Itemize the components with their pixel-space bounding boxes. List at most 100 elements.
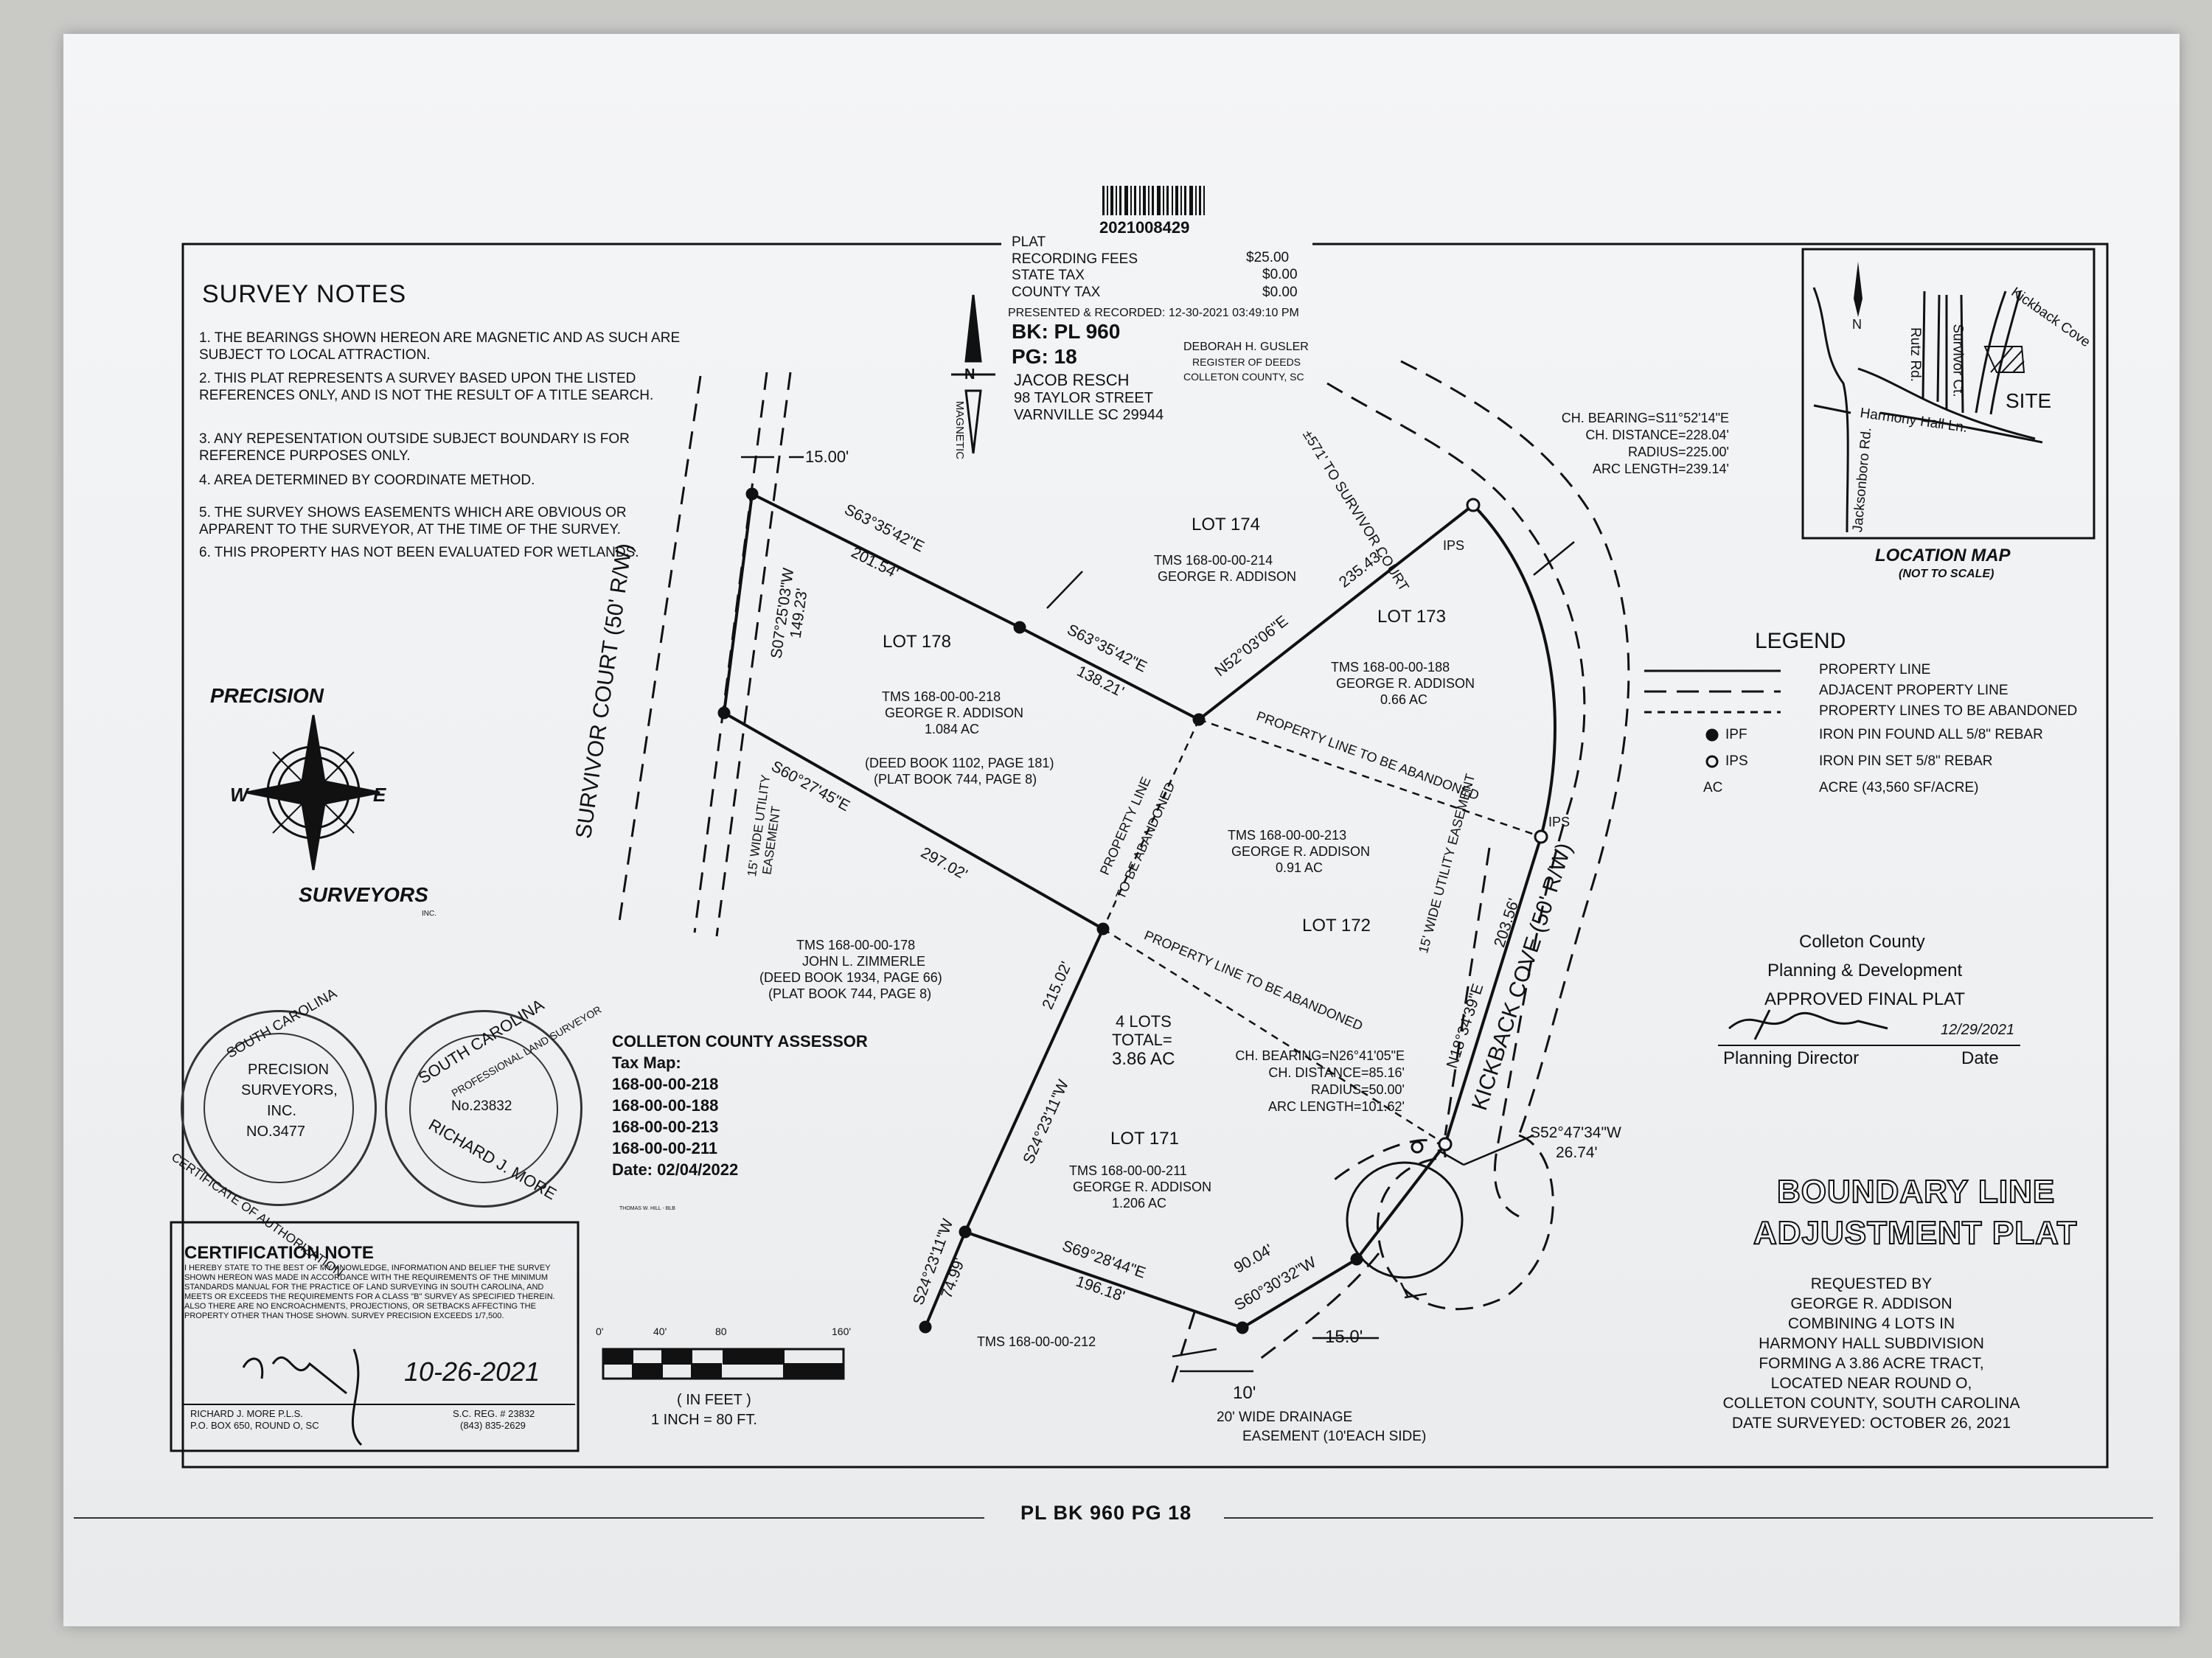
compass-east: E [373,784,386,806]
title-line-1: BOUNDARY LINE [1776,1173,2056,1211]
survey-note-3: 3. ANY REPESENTATION OUTSIDE SUBJECT BOU… [199,431,630,464]
ips-label-2: IPS [1548,815,1571,829]
curve1-arc: ARC LENGTH=239.14' [1592,461,1729,476]
lot-178-tms: TMS 168-00-00-218 [882,689,1001,704]
assessor-parcel-4: 168-00-00-211 [612,1139,718,1157]
curve2-arc: ARC LENGTH=101.62' [1267,1099,1405,1114]
company-name-top: PRECISION [210,684,324,707]
legend-symbols [1644,669,1781,768]
survey-note-2: 2. THIS PLAT REPRESENTS A SURVEY BASED U… [199,371,654,403]
legend-adjacent-line: ADJACENT PROPERTY LINE [1819,683,2008,698]
title-req-3: COMBINING 4 LOTS IN [1787,1315,1955,1332]
title-block-details: REQUESTED BY GEORGE R. ADDISON COMBINING… [1717,1274,2026,1433]
register-title: REGISTER OF DEEDS [1192,356,1301,368]
lot-171-area: 1.206 AC [1112,1196,1167,1211]
survey-note-1: 1. THE BEARINGS SHOWN HEREON ARE MAGNETI… [199,330,681,363]
legend-ips: IRON PIN SET 5/8" REBAR [1819,753,1993,769]
loc-site: SITE [2006,389,2052,412]
register-county: COLLETON COUNTY, SC [1183,371,1304,383]
assessor-taxmap: Tax Map: [612,1053,681,1072]
iron-pins [717,487,1548,1334]
magnetic-label: MAGNETIC [953,400,967,460]
title-req-2: GEORGE R. ADDISON [1790,1295,1952,1312]
footer-book-page: PL BK 960 PG 18 [1020,1502,1192,1524]
compass-rose [246,714,380,871]
total-acres: 3.86 AC [1112,1049,1175,1069]
title-req-5: FORMING A 3.86 ACRE TRACT, [1759,1355,1984,1372]
north-arrow-icon [951,294,995,454]
certification-box [170,1221,580,1452]
title-line-2: ADJUSTMENT PLAT [1753,1214,2078,1252]
lot-174-tms: TMS 168-00-00-214 [1154,553,1273,568]
location-map-subtitle: (NOT TO SCALE) [1899,568,1994,580]
total-label: TOTAL= [1112,1031,1172,1049]
company-seal-line-2: SURVEYORS, [241,1082,338,1098]
certification-address: P.O. BOX 650, ROUND O, SC [190,1420,319,1431]
lot-172-owner: GEORGE R. ADDISON [1231,844,1371,859]
zimmerle-owner: JOHN L. ZIMMERLE [802,954,926,969]
total-lots: 4 LOTS [1116,1012,1172,1031]
loc-north: N [1852,317,1862,332]
lot-171-owner: GEORGE R. ADDISON [1073,1180,1212,1194]
scale-ratio: 1 INCH = 80 FT. [651,1412,757,1428]
owner-city: VARNVILLE SC 29944 [1014,407,1164,423]
approval-dept: Planning & Development [1767,961,1963,980]
cul-de-sac [1346,1161,1464,1279]
curve2-bearing: CH. BEARING=N26°41'05"E [1235,1048,1405,1063]
site-hatch [1983,346,2025,373]
county-tax-value: $0.00 [1262,285,1298,300]
compass-west: W [230,784,248,806]
zimmerle-tms: TMS 168-00-00-178 [796,938,916,952]
title-req-1: REQUESTED BY [1810,1275,1933,1292]
barcode-number: 2021008429 [1099,218,1190,237]
dimension-10: 10' [1233,1383,1256,1403]
director-signature [1728,1009,1888,1040]
legend-ipf-symbol: IPF [1725,727,1747,742]
sheet-border [181,243,2109,1469]
location-map-title: LOCATION MAP [1875,546,2011,565]
plat-label: PLAT [1012,234,1046,250]
lot-172-tms: TMS 168-00-00-213 [1228,828,1347,843]
company-suffix: INC. [422,910,437,918]
lot-212-tms: TMS 168-00-00-212 [977,1334,1096,1349]
assessor-date: Date: 02/04/2022 [612,1160,739,1179]
north-letter: N [964,366,975,383]
title-req-7: COLLETON COUNTY, SOUTH CAROLINA [1722,1395,2020,1412]
company-name-bottom: SURVEYORS [299,883,428,906]
assessor-title: COLLETON COUNTY ASSESSOR [612,1032,868,1051]
location-map-frame [1801,248,2096,540]
lot-171-tms: TMS 168-00-00-211 [1069,1163,1187,1178]
dimension-15-00: 15.00' [805,447,849,466]
certification-text: I HEREBY STATE TO THE BEST OF MY KNOWLED… [184,1264,555,1320]
barcode [1102,186,1205,215]
surveyor-seal [385,1010,582,1208]
lot-172-name: LOT 172 [1302,916,1371,936]
assessor-parcel-2: 168-00-00-188 [612,1096,719,1115]
lot-173-tms: TMS 168-00-00-188 [1331,660,1450,675]
recording-fees-label: RECORDING FEES [1012,251,1138,267]
certification-phone: (843) 835-2629 [460,1420,526,1431]
scale-units: ( IN FEET ) [677,1392,751,1408]
certification-date: 10-26-2021 [404,1356,540,1387]
scale-bar [602,1348,845,1380]
legend-title: LEGEND [1755,629,1846,653]
scale-tick-40: 40' [653,1326,667,1337]
location-map-roads [1812,287,2043,533]
bearing-11: S52°47'34"W [1530,1124,1621,1141]
scale-tick-80: 80 [715,1326,727,1337]
certification-reg: S.C. REG. # 23832 [453,1408,535,1419]
loc-survivor-ct: Survivor Ct. [1950,324,1966,397]
ips-label-1: IPS [1443,538,1465,553]
assessor-parcel-1: 168-00-00-218 [612,1075,719,1093]
approval-director: Planning Director [1723,1048,1860,1068]
abandoned-lines [1102,718,1542,1146]
county-tax-label: COUNTY TAX [1012,285,1101,300]
lot-178-plat: (PLAT BOOK 744, PAGE 8) [874,772,1037,787]
scale-tick-160: 160' [832,1326,852,1337]
lot-178-name: LOT 178 [883,632,951,652]
legend-property-line: PROPERTY LINE [1819,662,1931,678]
drainage-easement-2: EASEMENT (10'EACH SIDE) [1242,1429,1427,1444]
legend-abandon-line: PROPERTY LINES TO BE ABANDONED [1819,703,2078,719]
book-number: BK: PL 960 [1012,320,1121,343]
